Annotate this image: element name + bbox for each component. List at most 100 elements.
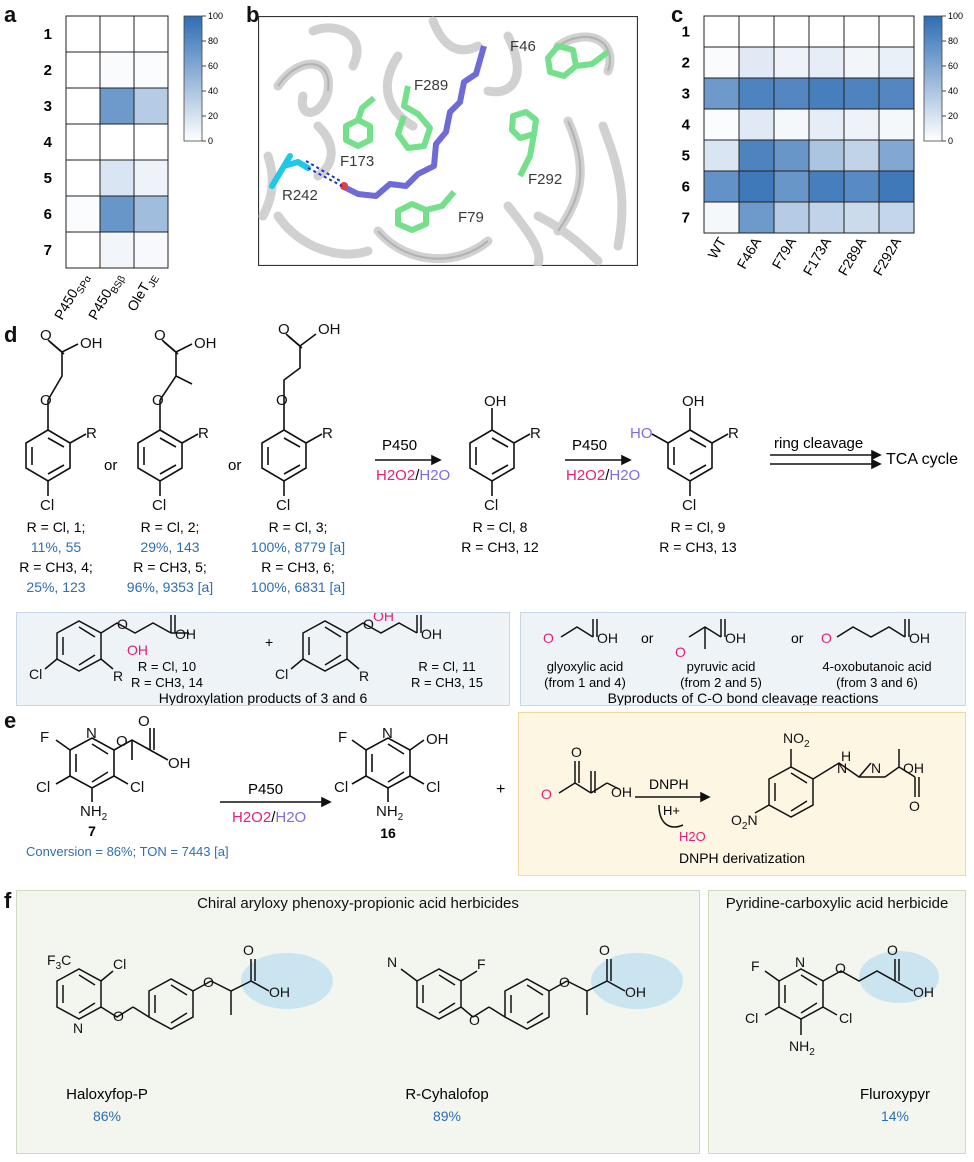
heatmap-cell	[878, 15, 915, 48]
svg-text:Cl: Cl	[40, 497, 54, 514]
heatmap-cell	[65, 51, 101, 89]
svg-text:Cl: Cl	[426, 779, 440, 796]
herbicide-title-chiral: Chiral aryloxy phenoxy-propionic acid he…	[197, 895, 519, 912]
compound-7-stats: Conversion = 86%; TON = 7443 [a]	[26, 844, 229, 859]
heatmap-cell	[703, 77, 740, 110]
or-bp-2: or	[791, 630, 804, 646]
svg-text:F: F	[338, 729, 347, 746]
byproduct-from-2: (from 2 and 5)	[680, 675, 762, 690]
heatmap-cell	[808, 46, 845, 79]
svg-text:Cl: Cl	[36, 779, 50, 796]
svg-text:96%, 9353 [a]: 96%, 9353 [a]	[127, 579, 213, 595]
svg-text:O: O	[363, 616, 374, 632]
heatmap-col-label: WT	[704, 234, 729, 261]
heatmap-cell	[878, 77, 915, 110]
heatmap-cell	[843, 139, 880, 172]
colorbar-tick: 100	[208, 11, 223, 21]
svg-text:R: R	[86, 425, 97, 442]
svg-text:O2N: O2N	[731, 812, 758, 832]
heatmap-cell	[703, 170, 740, 203]
colorbar-tick: 60	[208, 61, 218, 71]
heatmap-row-label: 2	[44, 62, 52, 79]
heatmap-cell	[773, 139, 810, 172]
protein-structure-b: F46 F289 F173 R242 F292 F79	[258, 16, 638, 266]
compound-8-12-labels: R = Cl, 8 R = CH3, 12	[461, 519, 539, 555]
svg-text:O: O	[675, 644, 686, 660]
svg-text:Cl: Cl	[745, 1010, 758, 1026]
colorbar-tick: 80	[948, 36, 958, 46]
svg-text:OH: OH	[421, 626, 442, 642]
svg-text:OH: OH	[597, 630, 618, 646]
heatmap-row-label: 1	[44, 26, 52, 43]
svg-text:O: O	[243, 942, 254, 958]
colorbar	[183, 15, 203, 142]
enzyme-e: P450	[248, 781, 283, 798]
label-r242: R242	[282, 187, 318, 204]
heatmap-cell	[843, 170, 880, 203]
heatmap-cell	[773, 170, 810, 203]
heatmap-cell	[843, 15, 880, 48]
or-bp-1: or	[641, 630, 654, 646]
svg-text:R = CH3, 13: R = CH3, 13	[659, 539, 737, 555]
compound-7-label: 7	[88, 823, 96, 839]
hydrogen-bonds	[305, 160, 343, 187]
compound-1-4-stats: R = Cl, 1; 11%, 55 R = CH3, 4; 25%, 123	[19, 519, 93, 595]
heatmap-row-label: 4	[682, 117, 691, 134]
heatmap-cell	[843, 46, 880, 79]
heatmap-cell	[99, 87, 135, 125]
svg-text:N: N	[387, 954, 397, 970]
heatmap-cell	[99, 231, 135, 269]
svg-text:R = Cl, 9: R = Cl, 9	[671, 519, 726, 535]
ring-cleavage-label: ring cleavage	[774, 435, 863, 452]
svg-text:OH: OH	[168, 755, 191, 772]
svg-text:NH2: NH2	[376, 803, 404, 823]
svg-text:Cl: Cl	[334, 779, 348, 796]
svg-text:F: F	[40, 729, 49, 746]
svg-text:OH: OH	[913, 984, 934, 1000]
svg-text:R = Cl, 1;: R = Cl, 1;	[27, 519, 86, 535]
heatmap-cell	[133, 123, 169, 161]
svg-text:N: N	[382, 725, 393, 742]
heatmap-row-label: 7	[44, 242, 52, 259]
svg-text:N: N	[86, 725, 97, 742]
svg-text:Cl: Cl	[275, 666, 288, 682]
panel-label-a: a	[4, 2, 17, 27]
tca-cycle-label: TCA cycle	[886, 451, 958, 468]
svg-text:29%, 143: 29%, 143	[140, 539, 199, 555]
svg-text:R: R	[728, 425, 739, 442]
colorbar-tick: 80	[208, 36, 218, 46]
svg-text:O: O	[113, 1008, 124, 1024]
svg-text:OH: OH	[725, 630, 746, 646]
heatmap-cell	[99, 159, 135, 197]
svg-text:N: N	[871, 760, 881, 776]
svg-text:OH: OH	[909, 630, 930, 646]
svg-text:OH: OH	[175, 626, 196, 642]
svg-text:100%, 6831 [a]: 100%, 6831 [a]	[251, 579, 345, 595]
heatmap-col-label: F79A	[769, 234, 800, 272]
phenylalanine-residues	[343, 43, 610, 233]
panel-label-d: d	[4, 322, 18, 347]
hydroxy-10-14-a: R = Cl, 10	[138, 659, 196, 674]
heatmap-cell	[738, 108, 775, 141]
svg-text:25%, 123: 25%, 123	[26, 579, 85, 595]
heatmap-c-cells	[703, 15, 915, 234]
svg-text:OH: OH	[682, 393, 705, 410]
heatmap-cell	[703, 46, 740, 79]
byproduct-name-1: glyoxylic acid	[547, 659, 624, 674]
heatmap-row-label: 2	[682, 55, 690, 72]
plus-e: +	[496, 781, 505, 798]
svg-text:O: O	[887, 942, 898, 958]
heatmap-cell	[738, 201, 775, 234]
svg-text:R: R	[113, 668, 123, 684]
svg-text:F: F	[751, 958, 760, 974]
byproduct-from-1: (from 1 and 4)	[544, 675, 626, 690]
